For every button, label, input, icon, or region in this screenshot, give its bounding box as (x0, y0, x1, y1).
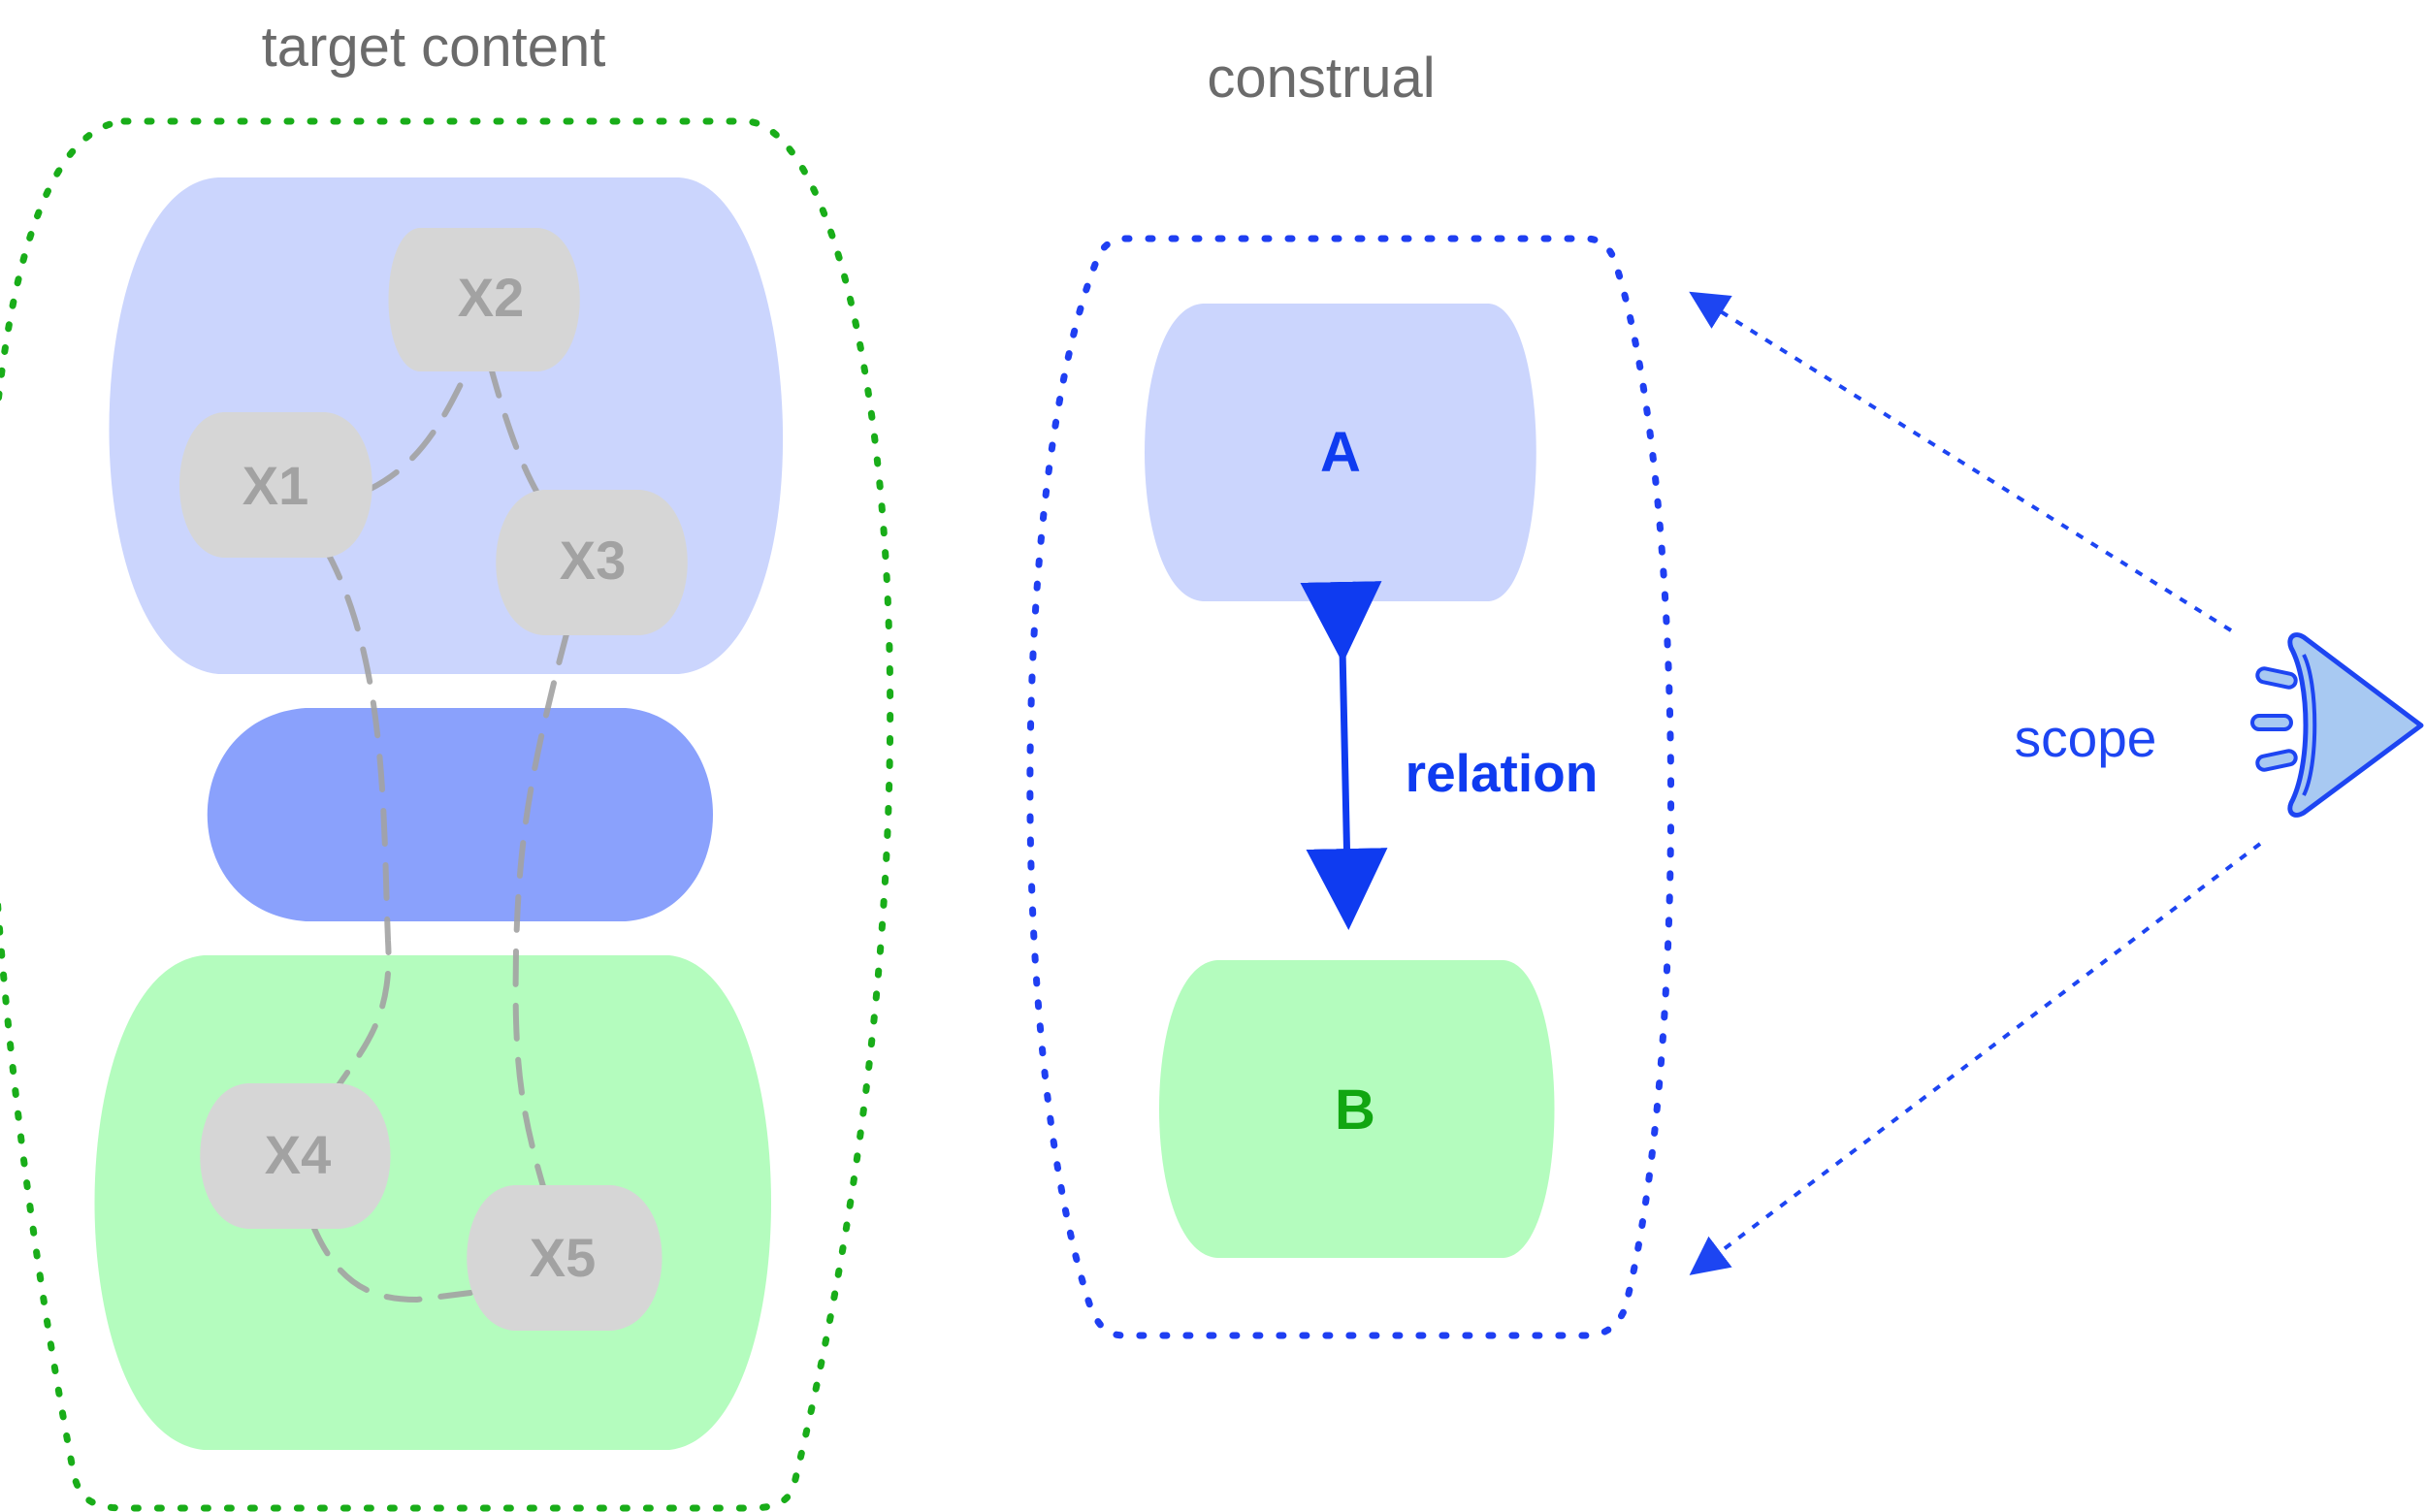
node-x5-label: X5 (530, 1227, 597, 1288)
link-x1-x2 (366, 361, 473, 493)
node-x4-shape (200, 1083, 391, 1229)
node-a: A (1145, 304, 1536, 601)
node-b-label: B (1335, 1078, 1375, 1142)
eye-icon-lid (2302, 654, 2317, 796)
link-x1-x4 (322, 545, 392, 1094)
link-x4-x5 (309, 1221, 473, 1303)
eye-icon (2250, 632, 2424, 818)
link-x2-x3 (487, 361, 541, 498)
node-b-shape (1159, 960, 1555, 1258)
eye-icon-lash-1 (2255, 666, 2298, 690)
scope-arrow-lower (1689, 842, 2262, 1275)
lower-region (94, 955, 771, 1450)
node-x1: X1 (179, 412, 372, 558)
node-x4: X4 (200, 1083, 391, 1229)
node-x5-shape (467, 1185, 663, 1331)
node-a-label: A (1320, 421, 1361, 484)
node-a-shape (1145, 304, 1536, 601)
node-x2-shape (388, 228, 580, 371)
node-links (309, 361, 570, 1303)
relation-label: relation (1406, 743, 1599, 803)
middle-region (207, 708, 713, 921)
scope-arrow-upper (1689, 291, 2233, 632)
node-x2: X2 (388, 228, 580, 371)
node-x1-label: X1 (242, 455, 309, 516)
node-x4-label: X4 (265, 1124, 332, 1185)
node-x3-label: X3 (560, 530, 627, 591)
target-content-boundary (0, 117, 894, 1512)
node-x3: X3 (496, 490, 688, 635)
eye-icon-lash-2 (2250, 714, 2293, 731)
node-x2-label: X2 (458, 267, 525, 328)
node-x3-shape (496, 490, 688, 635)
scope-label: scope (2015, 708, 2157, 768)
node-b: B (1159, 960, 1555, 1258)
eye-icon-body (2287, 632, 2424, 818)
target-content-title: target content (262, 16, 606, 79)
construal-title: construal (1207, 47, 1435, 110)
eye-icon-lash-3 (2255, 749, 2298, 772)
node-x1-shape (179, 412, 372, 558)
construal-boundary (1026, 235, 1675, 1339)
relation-arrow (1300, 581, 1388, 930)
node-x5: X5 (467, 1185, 663, 1331)
link-x3-x5 (512, 627, 570, 1196)
